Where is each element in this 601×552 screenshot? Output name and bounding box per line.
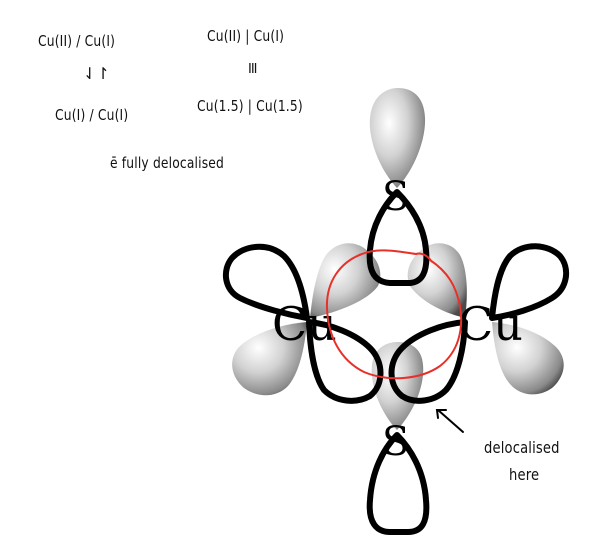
- cu-right-upper-left-lobe: [407, 243, 467, 318]
- pointer-arrow-icon: [435, 409, 464, 433]
- cu-left-lower-left-lobe: [232, 322, 307, 396]
- cu-left-upper-left-loop: [222, 243, 310, 321]
- pointer-label-line2: here: [509, 465, 540, 484]
- s-bottom-upper-lobe: [371, 342, 424, 430]
- cu-right-upper-right-loop: [489, 243, 570, 321]
- atom-label-s-bottom: S: [382, 419, 409, 465]
- atom-label-s-top: S: [382, 174, 409, 220]
- redox-pair-reduced: Cu(I) / Cu(I): [55, 106, 129, 124]
- delocalisation-highlight-circle: [325, 249, 463, 380]
- s-top-upper-lobe: [369, 88, 426, 188]
- redox-pair-averaged: Cu(1.5) | Cu(1.5): [197, 97, 303, 115]
- redox-pair-mixed-valence-right: Cu(II) | Cu(I): [207, 27, 285, 45]
- outline-lobes: [222, 189, 570, 535]
- atom-label-cu-right: Cu: [458, 297, 523, 351]
- equivalence-symbol: III: [248, 62, 257, 77]
- cu-right-lower-right-lobe: [492, 322, 564, 395]
- equilibrium-arrows-icon: ⇃↾: [83, 64, 110, 83]
- s-top-lower-loop: [366, 189, 430, 286]
- cu-left-lower-right-loop: [306, 319, 384, 404]
- pointer-label-line1: delocalised: [484, 438, 560, 457]
- delocalisation-note: ē fully delocalised: [110, 154, 224, 172]
- cu-right-lower-left-loop: [388, 319, 468, 404]
- s-bottom-lower-loop: [366, 432, 430, 535]
- redox-pair-mixed-valence: Cu(II) / Cu(I): [38, 32, 116, 50]
